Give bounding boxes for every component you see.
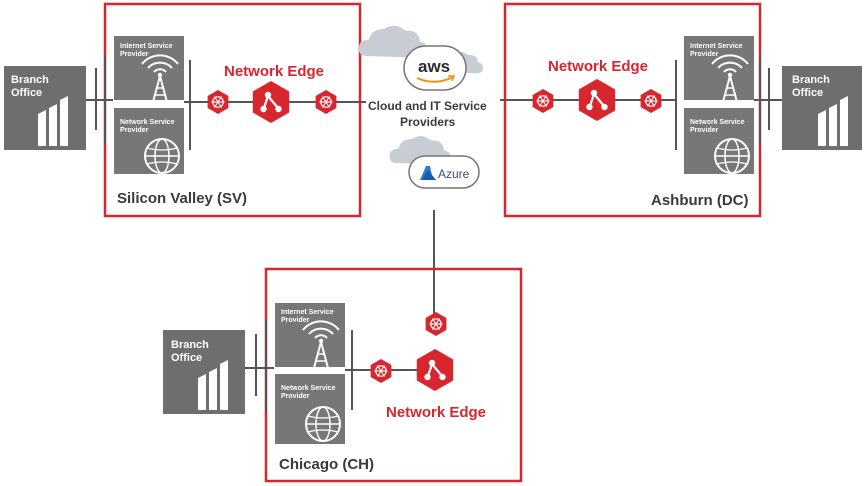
azure-logo: Azure [408,155,480,189]
internet-service-provider-dc: Internet Service Provider [684,36,754,103]
router-icon [531,88,555,114]
isp-label-line1: Internet Service [690,43,743,50]
isp-label-line1: Internet Service [120,43,173,50]
branch-office-sv: Branch Office [4,66,86,150]
aws-logo: aws [403,45,467,91]
nsp-label-line2: Provider [281,393,310,400]
branch-label-line1: Branch [11,74,49,86]
region-name: Chicago (CH) [279,456,374,473]
cloud-label-line1: Cloud and IT Service [368,99,487,113]
nsp-box [275,374,345,444]
cloud-label-line2: Providers [400,115,456,129]
aws-text: aws [418,57,450,76]
network-hub-icon [415,347,455,393]
branch-label-line2: Office [11,87,42,99]
internet-service-provider-sv: Internet Service Provider [114,36,184,103]
isp-label-line2: Provider [281,317,310,324]
region-ashburn: Network Edge Internet Service Provider N… [500,2,862,218]
network-service-provider-sv: Network Service Provider [114,108,184,174]
nsp-label-line2: Provider [690,127,719,134]
isp-label-line1: Internet Service [281,309,334,316]
router-icon [315,89,337,115]
router-icon [639,88,663,114]
azure-text: Azure [438,167,470,181]
router-icon [425,311,447,337]
region-chicago: Branch Office Internet Service Provider … [163,267,523,483]
internet-service-provider-ch: Internet Service Provider [275,303,345,369]
network-hub-icon [577,77,617,123]
network-service-provider-dc: Network Service Provider [684,108,754,174]
branch-office-dc: Branch Office [782,66,862,150]
branch-label-line2: Office [171,352,202,364]
network-edge-label: Network Edge [548,58,648,75]
nsp-label-line1: Network Service [690,119,745,126]
network-hub-icon [251,79,291,125]
isp-label-line2: Provider [690,51,719,58]
branch-label-line1: Branch [792,74,830,86]
region-silicon-valley: Branch Office Internet Service Provider … [4,2,366,218]
nsp-label-line2: Provider [120,127,149,134]
nsp-label-line1: Network Service [120,119,175,126]
cloud-providers: aws Cloud and IT Service Providers Azure [358,25,487,320]
branch-label-line2: Office [792,87,823,99]
isp-box [275,303,345,367]
region-name: Silicon Valley (SV) [117,190,247,207]
router-icon [207,89,229,115]
branch-label-line1: Branch [171,339,209,351]
region-name: Ashburn (DC) [651,192,749,209]
network-edge-label: Network Edge [386,404,486,421]
branch-office-ch: Branch Office [163,330,245,414]
isp-label-line2: Provider [120,51,149,58]
nsp-label-line1: Network Service [281,385,336,392]
network-edge-label: Network Edge [224,63,324,80]
network-service-provider-ch: Network Service Provider [275,374,345,444]
router-icon [370,358,392,384]
